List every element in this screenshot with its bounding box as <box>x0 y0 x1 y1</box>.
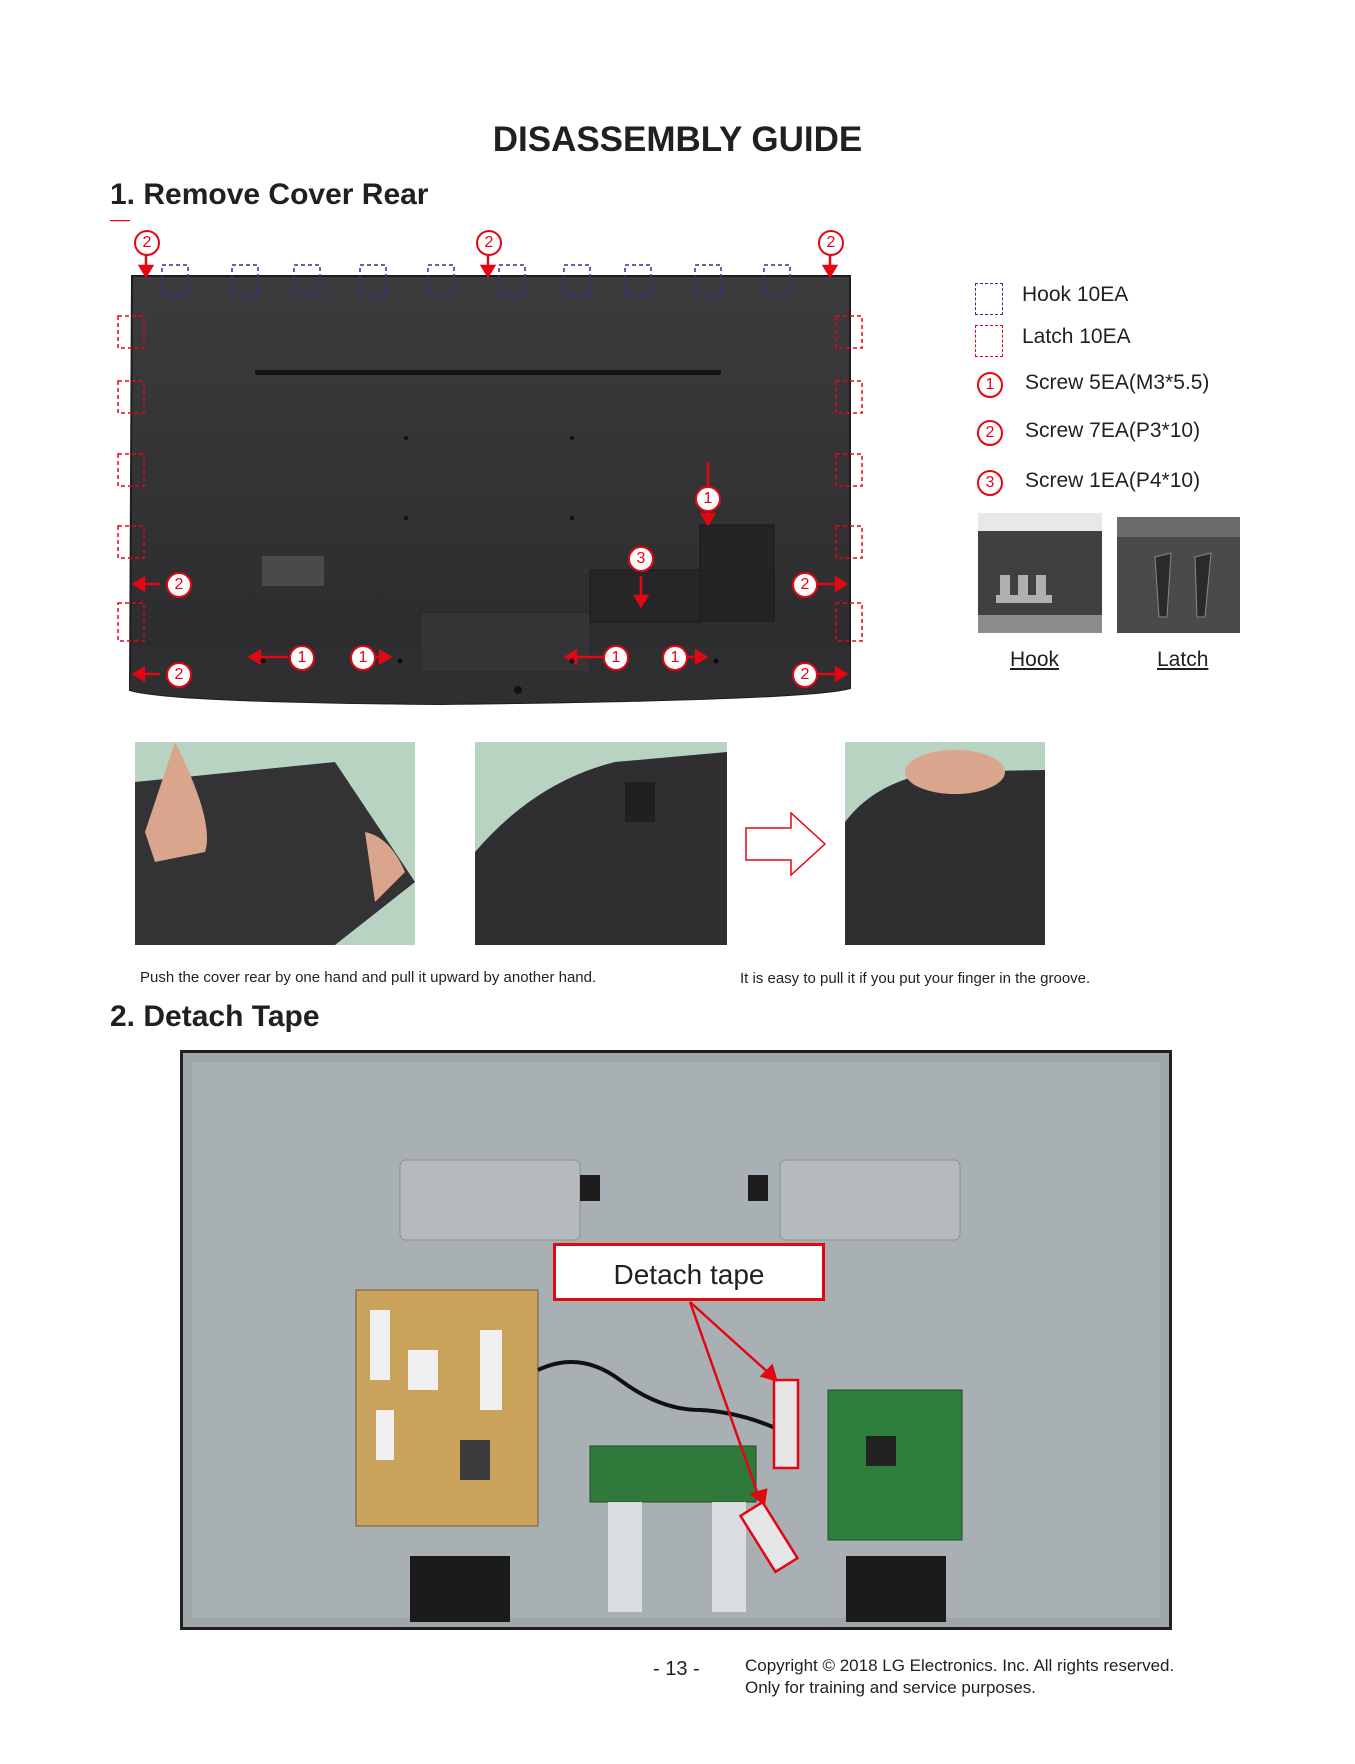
finger-groove-photo <box>845 742 1045 945</box>
section-heading-detach-tape: 2. Detach Tape <box>110 1000 320 1033</box>
page-number: - 13 - <box>653 1658 700 1680</box>
hook-legend-icon <box>975 283 1003 315</box>
legend-marker-2: 2 <box>977 420 1003 446</box>
legend-hook: Hook 10EA <box>1022 283 1129 306</box>
legend-latch: Latch 10EA <box>1022 325 1131 348</box>
copyright-text: Copyright © 2018 LG Electronics. Inc. Al… <box>745 1656 1175 1675</box>
latch-markers <box>117 315 863 642</box>
legend-marker-3: 3 <box>977 470 1003 496</box>
legend-screw-2: Screw 7EA(P3*10) <box>1025 419 1201 442</box>
screw-marker-1: 1 <box>350 645 376 671</box>
legend-marker-1: 1 <box>977 372 1003 398</box>
tv-rear-diagram <box>110 220 863 706</box>
cover-corner-photo <box>475 742 727 945</box>
screw-marker-2: 2 <box>818 230 844 256</box>
tv-internal-photo <box>180 1050 1172 1630</box>
caption-finger-groove: It is easy to pull it if you put your fi… <box>740 970 1091 987</box>
latch-legend-icon <box>975 325 1003 357</box>
screw-marker-2: 2 <box>166 572 192 598</box>
legend-screw-3: Screw 1EA(P4*10) <box>1025 469 1201 492</box>
latch-detail-photo <box>1117 517 1240 633</box>
screw-marker-1: 1 <box>289 645 315 671</box>
caption-push-cover: Push the cover rear by one hand and pull… <box>140 969 597 986</box>
page-title: DISASSEMBLY GUIDE <box>492 120 863 159</box>
push-cover-photo <box>135 742 415 945</box>
latch-detail-label: Latch <box>1157 648 1209 671</box>
hook-detail-photo <box>978 513 1102 633</box>
usage-note: Only for training and service purposes. <box>745 1678 1037 1697</box>
section-heading-remove-cover-rear: 1. Remove Cover Rear <box>110 178 429 211</box>
next-step-arrow-icon <box>745 812 827 876</box>
screw-marker-2: 2 <box>166 662 192 688</box>
screw-marker-2: 2 <box>792 572 818 598</box>
screw-marker-3: 3 <box>628 546 654 572</box>
screw-marker-1: 1 <box>662 645 688 671</box>
screw-marker-1: 1 <box>603 645 629 671</box>
screw-marker-2: 2 <box>134 230 160 256</box>
screw-marker-1: 1 <box>695 486 721 512</box>
detach-tape-callout: Detach tape <box>553 1243 825 1301</box>
screw-marker-2: 2 <box>476 230 502 256</box>
legend-screw-1: Screw 5EA(M3*5.5) <box>1025 371 1210 394</box>
screw-marker-2: 2 <box>792 662 818 688</box>
hook-detail-label: Hook <box>1010 648 1060 671</box>
